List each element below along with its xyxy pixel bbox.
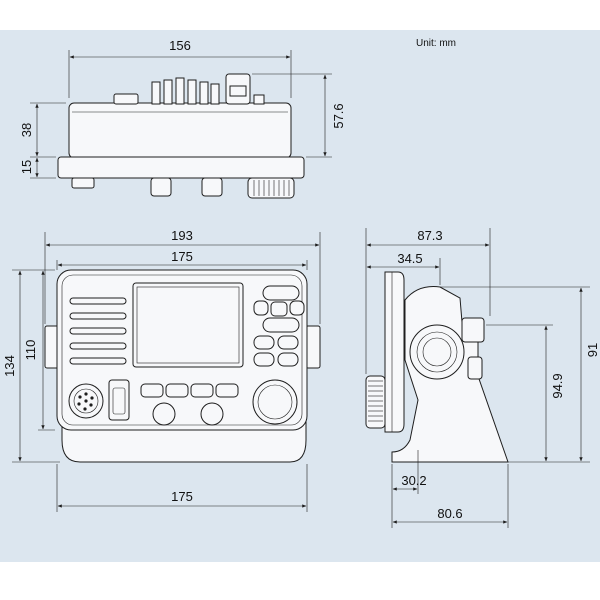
mic-clip	[108, 379, 130, 421]
side-front-panel	[384, 271, 405, 433]
bottom-big-knob	[247, 177, 295, 199]
dim-156: 156	[169, 38, 191, 53]
bottom-knob-1	[150, 177, 172, 197]
top-fin-2	[163, 79, 173, 105]
top-fin-1	[151, 81, 161, 105]
dim-87-3: 87.3	[417, 228, 442, 243]
top-fin-6	[210, 83, 220, 105]
dim-193: 193	[171, 228, 193, 243]
top-stub	[253, 94, 265, 105]
side-rear-connector	[461, 317, 485, 343]
top-fin-4	[187, 79, 197, 105]
top-view-body	[68, 102, 292, 159]
bottom-knob-2	[201, 177, 223, 197]
dim-175-bottom: 175	[171, 489, 193, 504]
front-dial	[252, 379, 298, 425]
dim-110: 110	[23, 340, 38, 361]
dim-38: 38	[19, 123, 34, 137]
top-connector-inner	[229, 85, 247, 97]
side-mount-knob	[409, 324, 465, 380]
dim-175-top: 175	[171, 249, 193, 264]
top-fin-3	[175, 77, 185, 105]
side-rear-connector-2	[467, 356, 483, 380]
dim-57-6: 57.6	[331, 103, 346, 128]
speaker-grille	[69, 297, 127, 365]
right-bracket-tab	[305, 325, 321, 369]
top-fin-5	[199, 81, 209, 105]
top-view: 156 38 15 57.6	[19, 38, 346, 199]
front-knob-1	[152, 402, 176, 426]
soft-keys	[140, 383, 239, 398]
keypad	[253, 285, 305, 367]
top-knob-1	[113, 93, 139, 105]
unit-note: Unit: mm	[416, 38, 456, 49]
dim-91: 91	[585, 343, 600, 357]
front-view: 193 175 134 110 175	[2, 228, 321, 512]
dim-94-9: 94.9	[550, 373, 565, 398]
display-screen	[132, 282, 244, 368]
dim-34-5: 34.5	[397, 251, 422, 266]
dim-134: 134	[2, 355, 17, 377]
side-front-dial	[365, 375, 386, 429]
bottom-plug	[71, 177, 95, 189]
dim-30-2: 30.2	[401, 473, 426, 488]
dim-15: 15	[19, 160, 34, 174]
top-view-bracket	[57, 156, 305, 179]
dim-80-6: 80.6	[437, 506, 462, 521]
side-view: 87.3 34.5 91 94.9 30.2 80.6	[365, 228, 600, 528]
front-knob-2	[200, 402, 224, 426]
